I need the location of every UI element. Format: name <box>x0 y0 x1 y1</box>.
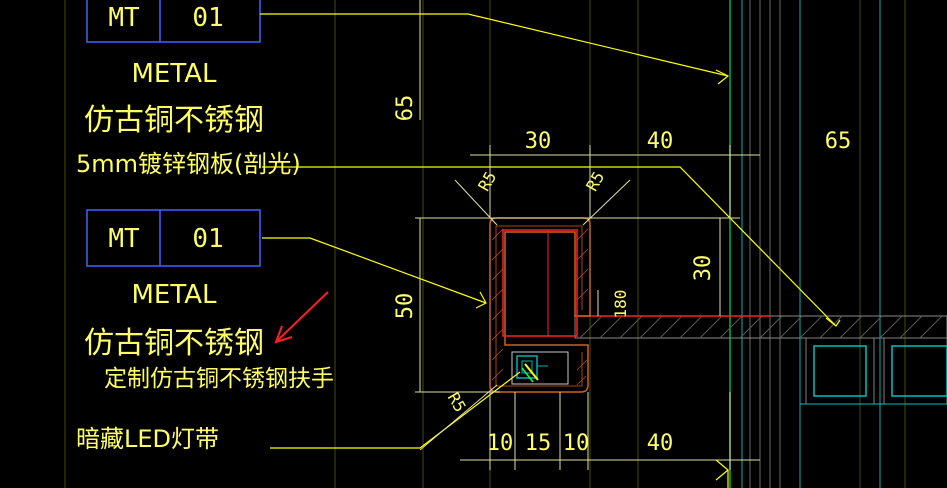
material-name-2: 仿古铜不锈钢 <box>84 326 264 361</box>
dimension-lines <box>415 0 760 470</box>
dim-65-right: 65 <box>825 129 852 154</box>
wall-lines <box>729 0 881 488</box>
dim-40-top: 40 <box>647 129 674 154</box>
material-spec-1: 5mm镀锌钢板(剖光) <box>76 150 301 178</box>
square-tubes <box>800 337 947 405</box>
dim-10-a: 10 <box>487 431 514 456</box>
led-note: 暗藏LED灯带 <box>76 425 219 453</box>
tag-box-1[interactable] <box>86 0 261 43</box>
dim-30-top: 30 <box>525 129 552 154</box>
dim-180: 180 <box>611 290 630 319</box>
dim-65-vertical: 65 <box>393 95 418 122</box>
tag-1-number: 01 <box>192 3 223 33</box>
dim-r5-b: R5 <box>582 168 608 194</box>
dim-r5-a: R5 <box>474 168 500 194</box>
metal-label-2: METAL <box>132 280 218 310</box>
leader-lines <box>260 13 841 488</box>
tag-2-number: 01 <box>192 224 223 254</box>
material-name-1: 仿古铜不锈钢 <box>84 103 264 138</box>
floor-slab <box>574 315 947 339</box>
tag-box-2[interactable] <box>86 209 261 267</box>
metal-label-1: METAL <box>132 59 218 89</box>
dim-40-bottom: 40 <box>647 431 674 456</box>
red-pointer-arrow <box>274 291 329 344</box>
material-spec-2: 定制仿古铜不锈钢扶手 <box>104 366 334 392</box>
dim-30-right: 30 <box>691 255 716 282</box>
dim-15: 15 <box>525 431 552 456</box>
tag-2-code: MT <box>108 224 140 254</box>
dim-50-left: 50 <box>393 293 418 320</box>
dim-10-b: 10 <box>563 431 590 456</box>
tag-1-code: MT <box>108 3 140 33</box>
handrail-profile <box>489 217 591 393</box>
